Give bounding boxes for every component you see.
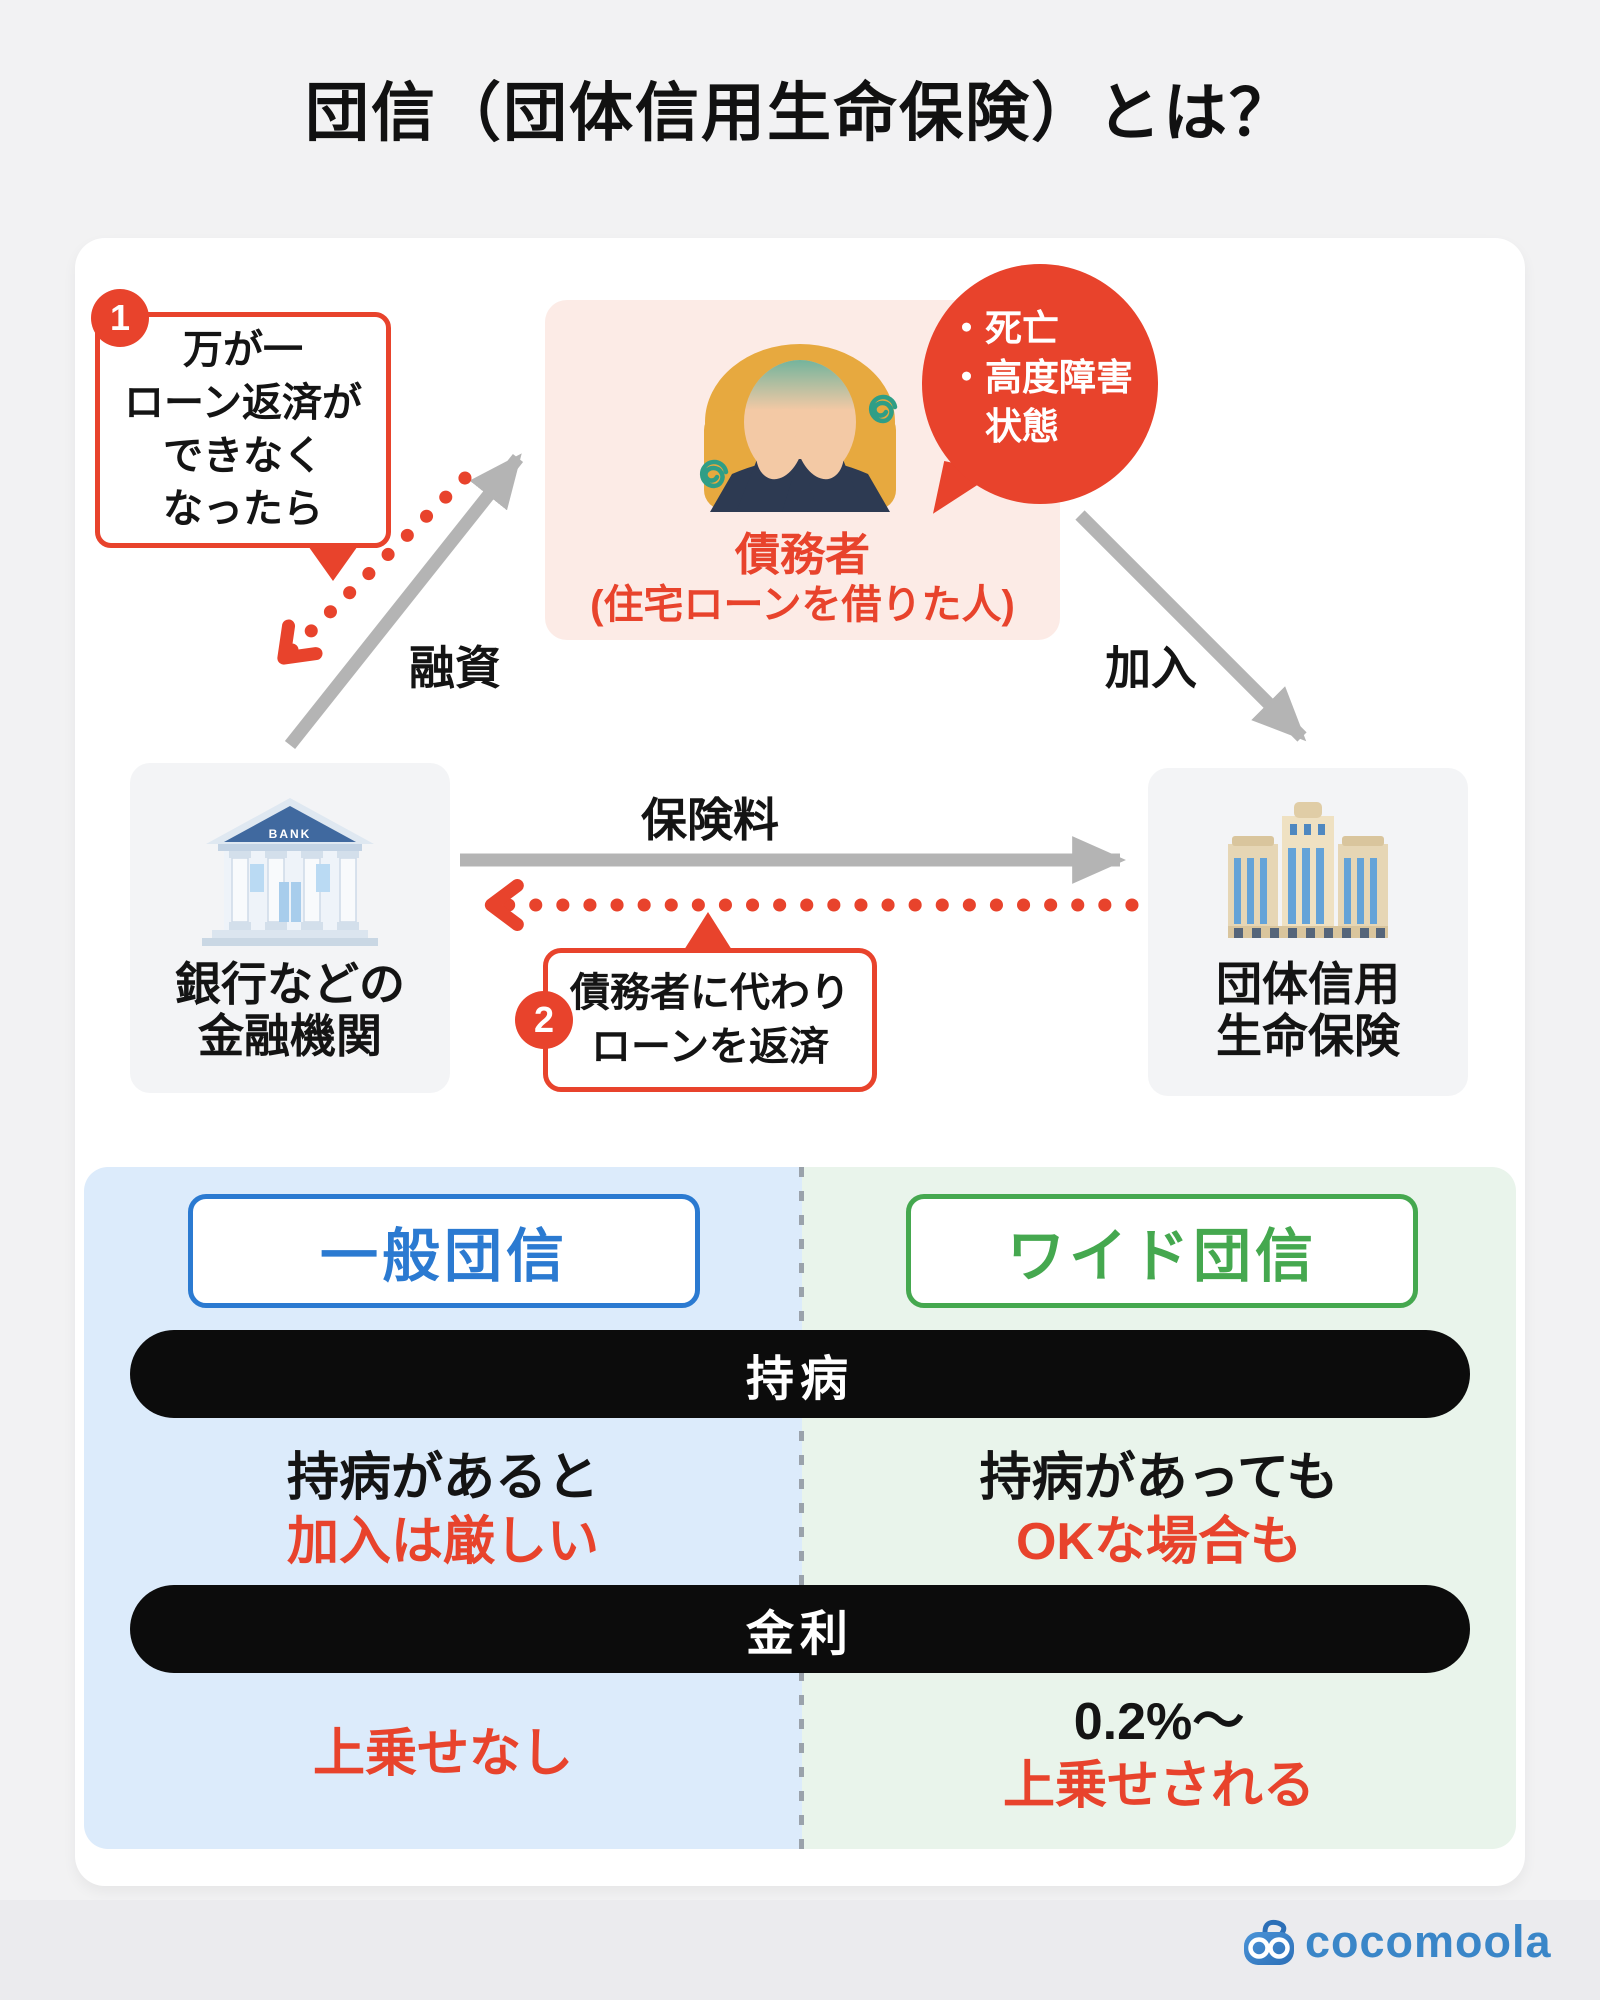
header-interest-rate: 金利 bbox=[130, 1585, 1470, 1673]
flow-arrows bbox=[277, 453, 1307, 931]
footer-strip bbox=[0, 1900, 1600, 2000]
page-title: 団信（団体信用生命保険）とは？ bbox=[305, 77, 1295, 149]
column-divider bbox=[799, 1167, 804, 1849]
debtor-label: 債務者 bbox=[734, 529, 870, 580]
wide-rate-cell: 0.2%〜 上乗せされる bbox=[1002, 1693, 1315, 1815]
general-rate-cell: 上乗せなし bbox=[312, 1725, 573, 1783]
debtor-person-icon bbox=[699, 344, 898, 512]
risk-speech-bubble bbox=[922, 264, 1158, 504]
callout1-line: 万が一 bbox=[183, 328, 303, 372]
bank-label: 銀行などの 金融機関 bbox=[175, 958, 405, 1062]
header-preexisting-condition: 持病 bbox=[130, 1330, 1470, 1418]
dizzy-swirl-icon bbox=[699, 394, 898, 489]
callout-repay-on-behalf: 債務者に代わり ローンを返済 bbox=[543, 948, 877, 1092]
debtor-sublabel: (住宅ローンを借りた人) bbox=[590, 583, 1015, 627]
general-condition-cell: 持病があると 加入は厳しい bbox=[286, 1449, 599, 1571]
callout1-line: できなく bbox=[163, 434, 323, 478]
brand-logo-icon bbox=[1244, 1919, 1294, 1965]
callout2-line: 債務者に代わり bbox=[570, 971, 850, 1015]
risk-item: ・死亡 bbox=[948, 308, 1059, 349]
tab-general-danshin: 一般団信 bbox=[188, 1194, 700, 1308]
step-1-badge: 1 bbox=[91, 289, 149, 347]
risk-list: ・死亡 ・高度障害 状態 bbox=[948, 304, 1158, 451]
loan-arrow bbox=[284, 453, 524, 750]
bank-icon: BANK bbox=[202, 798, 378, 946]
loan-label: 融資 bbox=[409, 642, 501, 694]
tab-wide-danshin: ワイド団信 bbox=[906, 1194, 1418, 1308]
risk-item: 状態 bbox=[985, 406, 1059, 447]
brand-logo: cocomoola bbox=[1243, 1916, 1552, 1968]
step-2-badge: 2 bbox=[515, 991, 573, 1049]
callout2-pointer bbox=[684, 912, 732, 950]
join-arrow bbox=[1075, 510, 1307, 742]
callout-if-cannot-repay: 万が一 ローン返済が できなく なったら bbox=[95, 312, 391, 548]
risk-item: ・高度障害 bbox=[948, 357, 1133, 398]
premium-label: 保険料 bbox=[641, 794, 779, 846]
insurer-label: 団体信用 生命保険 bbox=[1216, 958, 1400, 1062]
callout1-pointer bbox=[306, 543, 360, 581]
wide-condition-cell: 持病があっても OKな場合も bbox=[979, 1449, 1339, 1571]
callout2-line: ローンを返済 bbox=[591, 1025, 829, 1069]
brand-name: cocomoola bbox=[1305, 1916, 1552, 1967]
join-label: 加入 bbox=[1105, 642, 1197, 694]
callout1-line: ローン返済が bbox=[124, 381, 362, 425]
callout1-line: なったら bbox=[163, 487, 323, 531]
bank-icon-text: BANK bbox=[269, 827, 312, 841]
insurer-building-icon bbox=[1228, 802, 1388, 938]
